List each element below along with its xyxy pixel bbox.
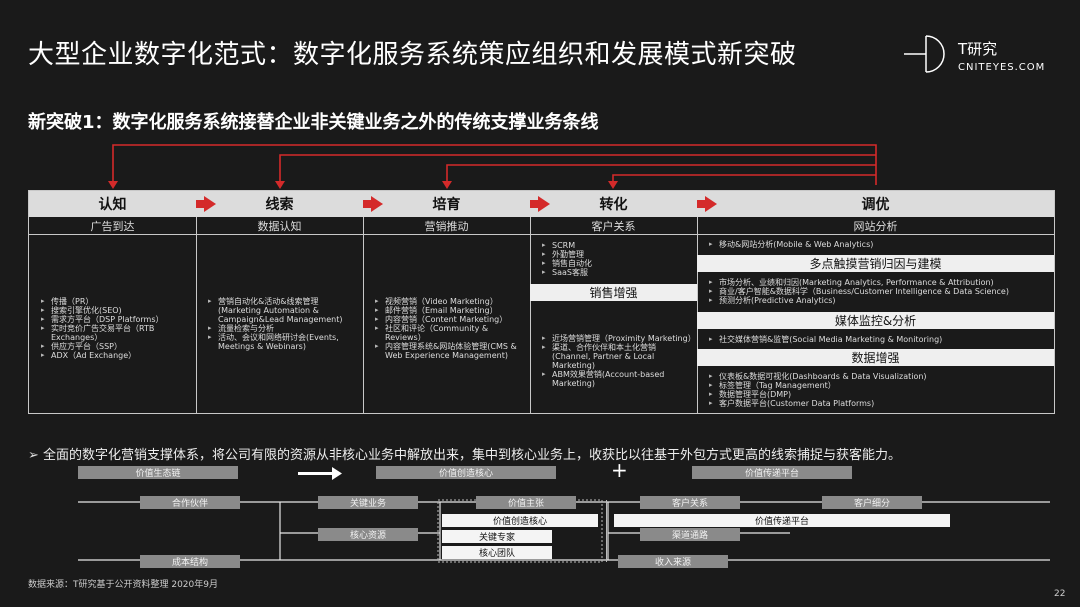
flow-arrow-icon bbox=[697, 196, 717, 212]
list-item: 移动&网站分析(Mobile & Web Analytics) bbox=[709, 240, 1050, 249]
list-item: 营销自动化&活动&线索管理(Marketing Automation & Cam… bbox=[208, 297, 359, 324]
list-item: 外勤管理 bbox=[542, 250, 693, 259]
subtitle: 新突破1：数字化服务系统接替企业非关键业务之外的传统支撑业务条线 bbox=[28, 112, 599, 133]
section-header: 媒体监控&分析 bbox=[697, 312, 1054, 329]
section-header: 多点触摸营销归因与建模 bbox=[697, 255, 1054, 272]
stage-subtitle: 客户关系 bbox=[530, 218, 697, 235]
list-item: 数据管理平台(DMP) bbox=[709, 390, 1050, 399]
list-item: 社交媒体营销&监管(Social Media Marketing & Monit… bbox=[709, 335, 1050, 344]
stage-title: 培育 bbox=[363, 191, 530, 217]
list-item: 视频营销（Video Marketing） bbox=[375, 297, 526, 306]
list-item: ABM效果营销(Account-based Marketing) bbox=[542, 370, 693, 388]
stage-title: 线索 bbox=[196, 191, 363, 217]
list-item: 活动、会议和网络研讨会(Events, Meetings & Webinars) bbox=[208, 333, 359, 351]
marketing-stage-grid: 认知 广告到达 传播（PR） 搜索引擎优化(SEO) 需求方平台（DSP Pla… bbox=[28, 190, 1055, 414]
stage-subtitle: 网站分析 bbox=[697, 218, 1054, 235]
customer-segments-bar: 客户细分 bbox=[822, 496, 922, 509]
key-experts-bar: 关键专家 bbox=[442, 530, 552, 543]
stage-subtitle: 数据认知 bbox=[196, 218, 363, 235]
stage-subtitle: 营销推动 bbox=[363, 218, 530, 235]
summary-bullet: ➢ 全面的数字化营销支撑体系，将公司有限的资源从非核心业务中解放出来，集中到核心… bbox=[28, 444, 901, 463]
stage-title: 转化 bbox=[530, 191, 697, 217]
list-item: 近场营销管理（Proximity Marketing） bbox=[542, 334, 696, 343]
plus-icon: + bbox=[611, 458, 628, 482]
list-item: 内容管理系统&网站体验管理(CMS & Web Experience Manag… bbox=[375, 342, 526, 360]
list-item: 内容营销（Content Marketing） bbox=[375, 315, 526, 324]
list-item: 市场分析、业绩和归因(Marketing Analytics, Performa… bbox=[709, 278, 1050, 287]
list-item: SaaS客服 bbox=[542, 268, 693, 277]
value-platform-label: 价值传递平台 bbox=[692, 466, 852, 479]
stage-nurture: 培育 营销推动 视频营销（Video Marketing） 邮件营销（Email… bbox=[363, 191, 531, 413]
stage-optimization: 调优 网站分析 移动&网站分析(Mobile & Web Analytics) … bbox=[697, 191, 1054, 413]
flow-arrow-icon bbox=[530, 196, 550, 212]
section-header: 销售增强 bbox=[530, 284, 697, 301]
list-item: 邮件营销（Email Marketing） bbox=[375, 306, 526, 315]
list-item: 传播（PR） bbox=[41, 297, 192, 306]
item-list: SCRM 外勤管理 销售自动化 SaaS客服 bbox=[542, 241, 693, 277]
item-list: 传播（PR） 搜索引擎优化(SEO) 需求方平台（DSP Platforms） … bbox=[41, 297, 192, 360]
feedback-arrows bbox=[108, 144, 877, 189]
list-item: 仪表板&数据可视化(Dashboards & Data Visualizatio… bbox=[709, 372, 1050, 381]
list-item: 客户数据平台(Customer Data Platforms) bbox=[709, 399, 1050, 408]
item-list: 视频营销（Video Marketing） 邮件营销（Email Marketi… bbox=[375, 297, 526, 360]
list-item: 需求方平台（DSP Platforms） bbox=[41, 315, 192, 324]
list-item: 渠道、合作伙伴和本土化营销(Channel, Partner & Local M… bbox=[542, 343, 693, 370]
list-item: 标签管理（Tag Management） bbox=[709, 381, 1050, 390]
partners-bar: 合作伙伴 bbox=[140, 496, 240, 509]
stage-leads: 线索 数据认知 营销自动化&活动&线索管理(Marketing Automati… bbox=[196, 191, 364, 413]
bullet-arrow-icon: ➢ bbox=[28, 448, 44, 463]
core-team-bar: 核心团队 bbox=[442, 546, 552, 559]
item-list: 社交媒体营销&监管(Social Media Marketing & Monit… bbox=[709, 335, 1050, 344]
key-activities-bar: 关键业务 bbox=[318, 496, 418, 509]
logo-mark-icon bbox=[904, 35, 945, 73]
item-list: 移动&网站分析(Mobile & Web Analytics) bbox=[709, 240, 1050, 249]
customer-relations-bar: 客户关系 bbox=[640, 496, 740, 509]
stage-subtitle: 广告到达 bbox=[29, 218, 196, 235]
list-item: 实时竞价广告交易平台（RTB Exchanges） bbox=[41, 324, 192, 342]
core-resources-bar: 核心资源 bbox=[318, 528, 418, 541]
cost-structure-bar: 成本结构 bbox=[140, 555, 240, 568]
value-proposition-bar: 价值主张 bbox=[476, 496, 576, 509]
summary-text: 全面的数字化营销支撑体系，将公司有限的资源从非核心业务中解放出来，集中到核心业务… bbox=[43, 448, 902, 463]
item-list: 近场营销管理（Proximity Marketing） 渠道、合作伙伴和本土化营… bbox=[542, 334, 696, 388]
list-item: 搜索引擎优化(SEO) bbox=[41, 306, 192, 315]
stage-title: 调优 bbox=[697, 191, 1054, 217]
logo-url: CNITEYES.COM bbox=[958, 62, 1046, 73]
page-title: 大型企业数字化范式：数字化服务系统策应组织和发展模式新突破 bbox=[28, 40, 797, 70]
section-header: 数据增强 bbox=[697, 349, 1054, 366]
list-item: 流量检索与分析 bbox=[208, 324, 359, 333]
page-number: 22 bbox=[1054, 589, 1066, 599]
value-core-label: 价值创造核心 bbox=[376, 466, 556, 479]
flow-arrow-icon bbox=[363, 196, 383, 212]
source-note: 数据来源：T研究基于公开资料整理 2020年9月 bbox=[28, 580, 218, 590]
list-item: 预测分析(Predictive Analytics) bbox=[709, 296, 1050, 305]
item-list: 仪表板&数据可视化(Dashboards & Data Visualizatio… bbox=[709, 372, 1050, 408]
channels-bar: 渠道通路 bbox=[640, 528, 740, 541]
list-item: 商业/客户智能&数据科学（Business/Customer Intellige… bbox=[709, 287, 1050, 296]
stage-title: 认知 bbox=[29, 191, 196, 217]
stage-awareness: 认知 广告到达 传播（PR） 搜索引擎优化(SEO) 需求方平台（DSP Pla… bbox=[29, 191, 197, 413]
value-platform-bar: 价值传递平台 bbox=[614, 514, 950, 527]
item-list: 市场分析、业绩和归因(Marketing Analytics, Performa… bbox=[709, 278, 1050, 305]
item-list: 营销自动化&活动&线索管理(Marketing Automation & Cam… bbox=[208, 297, 359, 351]
flow-arrow-icon bbox=[196, 196, 216, 212]
revenue-bar: 收入来源 bbox=[618, 555, 728, 568]
list-item: 社区和评论（Community & Reviews） bbox=[375, 324, 526, 342]
logo-name: T研究 bbox=[958, 40, 998, 58]
stage-conversion: 转化 客户关系 SCRM 外勤管理 销售自动化 SaaS客服 销售增强 近场营销… bbox=[530, 191, 698, 413]
list-item: ADX（Ad Exchange） bbox=[41, 351, 192, 360]
list-item: 供应方平台（SSP） bbox=[41, 342, 192, 351]
value-core-bar: 价值创造核心 bbox=[442, 514, 598, 527]
list-item: 销售自动化 bbox=[542, 259, 693, 268]
list-item: SCRM bbox=[542, 241, 693, 250]
value-chain-label: 价值生态链 bbox=[78, 466, 238, 479]
